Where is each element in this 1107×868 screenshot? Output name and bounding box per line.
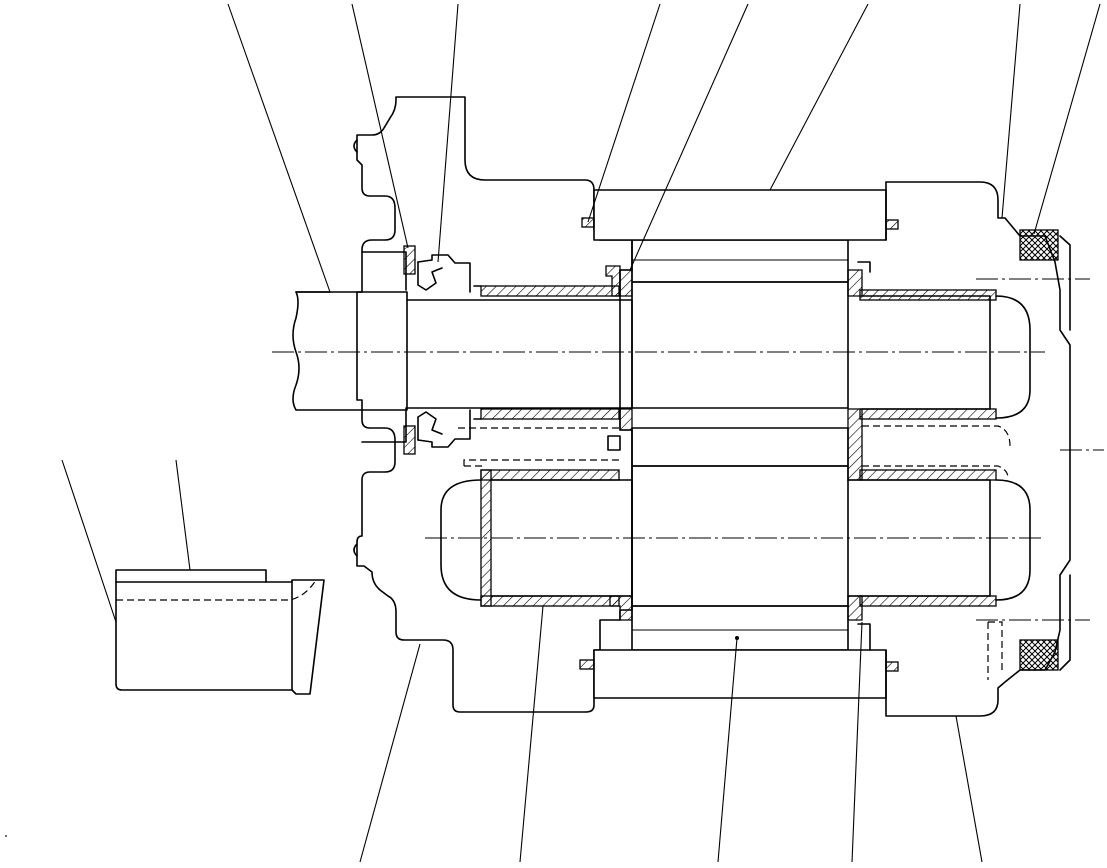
leader-left-1 [61,459,117,623]
leader-lines [61,3,1101,863]
drive-shaft [292,291,633,411]
stray-dot [5,835,7,837]
lower-bushings [440,469,1031,651]
center-plates [579,189,899,699]
rear-housing [885,181,1071,717]
leader-top-2 [351,3,409,249]
center-lines [272,278,1104,621]
leader-top-6 [769,3,869,191]
leader-top-4 [587,3,661,223]
leader-bottom-5 [955,715,983,863]
front-housing [353,96,633,713]
detached-key-part [115,569,325,695]
leader-top-3 [437,3,459,263]
hidden-lines [458,425,1011,680]
shaft-seal [403,245,471,455]
leader-top-1 [227,3,331,293]
leader-bottom-4 [851,621,863,863]
leader-top-5 [629,3,749,271]
leader-top-8 [1033,3,1101,235]
leader-top-7 [1001,3,1021,219]
upper-bushing-rear [847,261,1031,481]
gear-body [631,239,849,651]
upper-bushing-front [473,265,633,431]
leader-bottom-1 [359,643,421,863]
leader-bottom-2 [519,605,544,863]
leader-left-2 [175,459,191,571]
leader-bottom-3 [717,637,738,863]
